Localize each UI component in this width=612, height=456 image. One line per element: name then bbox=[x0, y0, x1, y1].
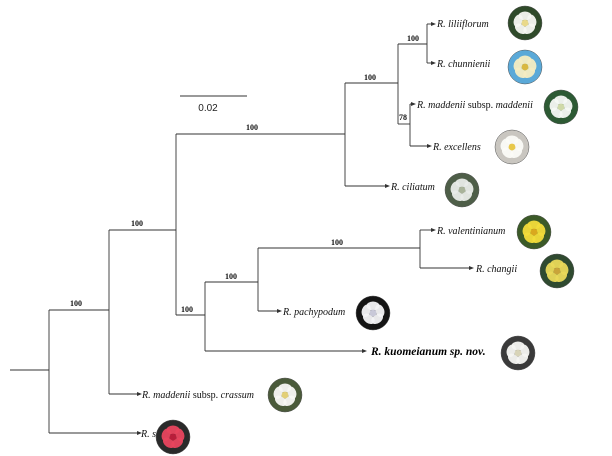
bootstrap-maddenii-clade: 100 bbox=[246, 123, 258, 132]
tip-arrow bbox=[431, 61, 436, 65]
bootstrap-root: 100 bbox=[70, 299, 82, 308]
tip-arrow bbox=[385, 184, 390, 188]
flower-photo-pachypodum bbox=[355, 295, 391, 331]
flower-photo-chunnienii bbox=[507, 49, 543, 85]
tip-arrow bbox=[431, 228, 436, 232]
tip-arrow bbox=[277, 309, 282, 313]
taxon-label-maddenii-maddenii: R. maddenii subsp. maddenii bbox=[416, 100, 533, 111]
flower-photo-kuomeianum bbox=[500, 335, 536, 371]
bootstrap-values: 100 100 100 100 100 78 100 100 100 bbox=[70, 34, 419, 314]
bootstrap-kuomeianum-clade: 100 bbox=[181, 305, 193, 314]
taxon-label-excellens: R. excellens bbox=[432, 142, 481, 153]
taxon-label-pachypodum: R. pachypodum bbox=[282, 307, 345, 318]
tip-arrow bbox=[427, 144, 432, 148]
tip-arrow bbox=[137, 392, 142, 396]
tip-arrow bbox=[137, 431, 142, 435]
tip-arrow bbox=[411, 102, 416, 106]
taxon-label-changii: R. changii bbox=[475, 264, 517, 275]
flower-photo-valentinianum bbox=[516, 214, 552, 250]
bootstrap-inner-maddenii: 100 bbox=[364, 73, 376, 82]
flower-photo-liliiflorum bbox=[507, 5, 543, 41]
taxon-label-ciliatum: R. ciliatum bbox=[390, 182, 435, 193]
tip-arrow bbox=[362, 349, 367, 353]
taxon-labels: R. liliiflorum R. chunnienii R. maddenii… bbox=[140, 19, 533, 440]
flower-photos bbox=[155, 5, 579, 455]
flower-photo-ciliatum bbox=[444, 172, 480, 208]
tip-arrows bbox=[137, 22, 474, 435]
taxon-label-liliiflorum: R. liliiflorum bbox=[436, 19, 489, 30]
bootstrap-maddenii-excellens: 78 bbox=[399, 113, 407, 122]
flower-photo-maddenii-crassum bbox=[267, 377, 303, 413]
bootstrap-valentinianum-group: 100 bbox=[225, 272, 237, 281]
bootstrap-valentinianum-changii: 100 bbox=[331, 238, 343, 247]
taxon-label-maddenii-crassum: R. maddenii subsp. crassum bbox=[141, 390, 254, 401]
tip-arrow bbox=[469, 266, 474, 270]
flower-photo-changii bbox=[539, 253, 575, 289]
flower-photo-maddenii-maddenii bbox=[543, 89, 579, 125]
flower-photo-simsii bbox=[155, 419, 191, 455]
flower-photo-excellens bbox=[494, 129, 530, 165]
taxon-label-kuomeianum: R. kuomeianum sp. nov. bbox=[370, 346, 486, 358]
scale-bar-label: 0.02 bbox=[198, 103, 218, 114]
tree-branches bbox=[10, 23, 470, 434]
taxon-label-valentinianum: R. valentinianum bbox=[436, 226, 505, 237]
bootstrap-liliiflorum-chunnienii: 100 bbox=[407, 34, 419, 43]
scale-bar: 0.02 bbox=[180, 95, 247, 114]
tip-arrow bbox=[431, 22, 436, 26]
bootstrap-main: 100 bbox=[131, 219, 143, 228]
taxon-label-chunnienii: R. chunnienii bbox=[436, 59, 491, 70]
